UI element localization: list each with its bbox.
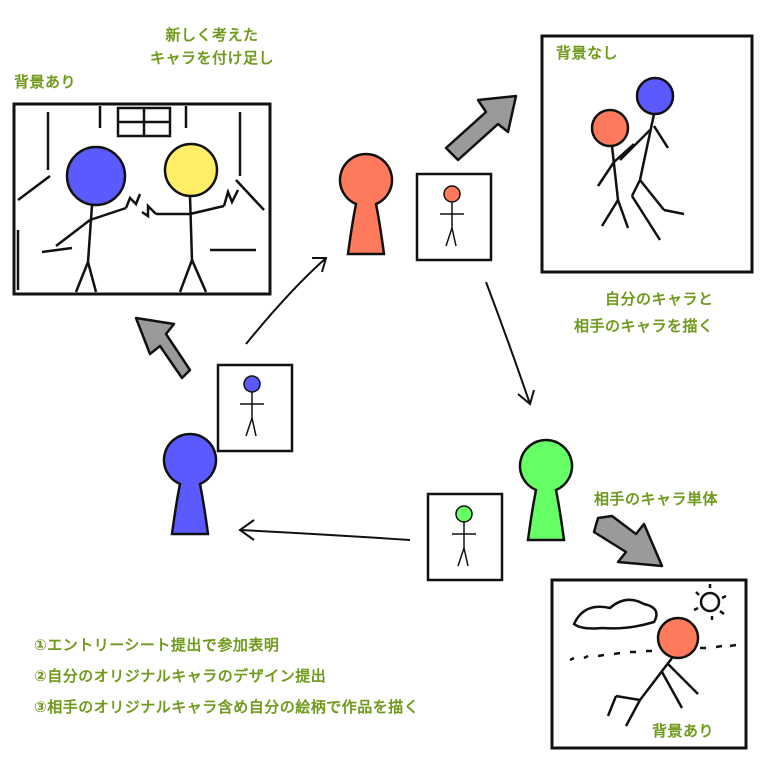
red-character-posed [606,616,700,727]
gray-arrow-to-top-left-panel [134,316,192,380]
label-background-yes-bottom: 背景あり [652,722,715,740]
label-draw-both-line2: 相手のキャラを描く [574,316,714,335]
step-3: ③相手のオリジナルキャラ含め自分の絵柄で作品を描く [34,697,420,716]
participant-blue [162,432,218,536]
flow-arrow-green-to-blue [238,519,411,541]
design-sheet-green [426,492,504,582]
gray-arrow-to-bottom-right-panel [592,514,664,568]
ground-dashes [569,643,737,662]
sun-icon [693,584,727,620]
step-1: ①エントリーシート提出で参加表明 [34,636,280,654]
participant-red [338,152,394,256]
label-new-character: 新しく考えた キャラを付け足し [150,26,274,68]
label-new-character-line1: 新しく考えた [165,26,259,44]
panel-top-left-with-background [12,102,272,296]
label-draw-both-line1: 自分のキャラと [605,290,714,308]
window-icon [98,106,188,138]
label-background-yes-top: 背景あり [14,73,77,91]
label-new-character-line2: キャラを付け足し [150,48,275,67]
design-sheet-red [415,172,493,262]
flow-arrow-red-to-green [485,281,535,406]
participant-green [518,438,574,542]
panel-top-right-no-background [540,34,754,274]
step-2: ②自分のオリジナルキャラのデザイン提出 [34,666,327,685]
cloud-icon [572,598,658,630]
steps-list: ①エントリーシート提出で参加表明 ②自分のオリジナルキャラのデザイン提出 ③相手… [34,636,419,716]
panel-bottom-right-with-background [550,578,748,750]
design-sheet-blue [216,363,294,453]
blue-character [55,145,142,293]
label-draw-both: 自分のキャラと 相手のキャラを描く [574,290,714,336]
red-character-small [590,108,635,229]
gray-arrow-to-top-right-panel [444,94,518,162]
label-background-none: 背景なし [556,44,619,62]
flow-arrow-blue-to-red [245,257,328,345]
label-partner-single: 相手のキャラ単体 [594,490,719,508]
blue-character-small [619,76,685,241]
yellow-character [141,142,240,293]
